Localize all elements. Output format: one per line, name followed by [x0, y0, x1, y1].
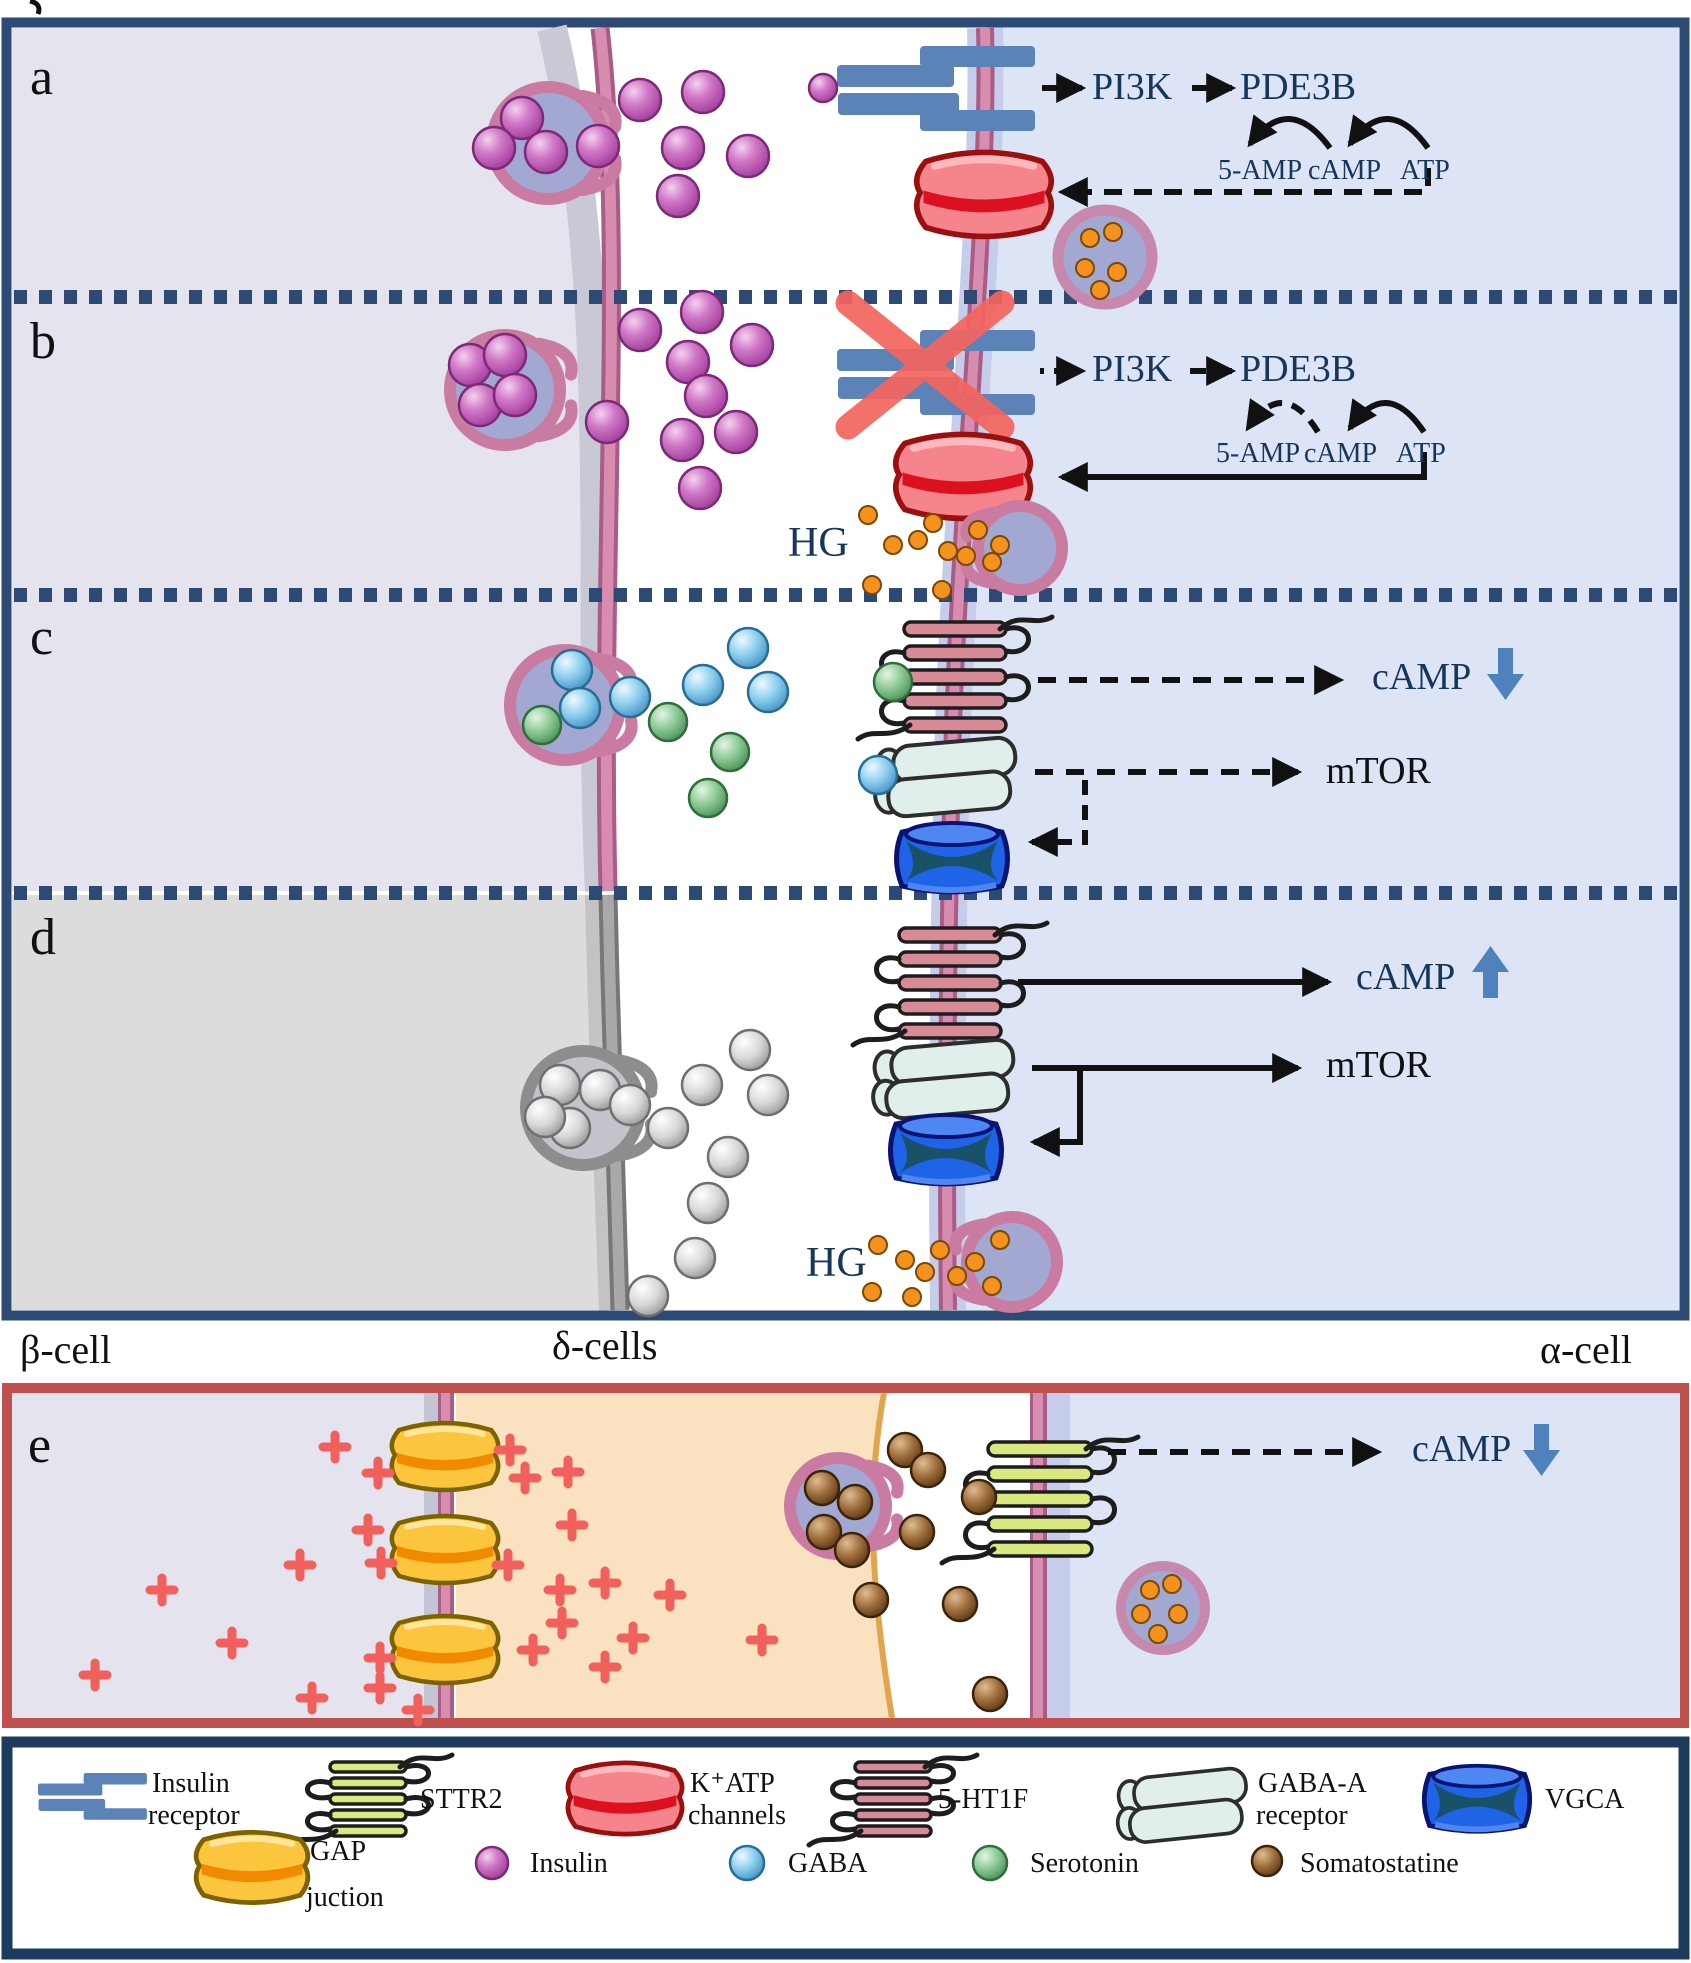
legend-icons: [38, 1752, 1530, 1903]
camp-up-arrow-icon: [1472, 946, 1509, 998]
5ht1f-icon: [850, 920, 1050, 1048]
panel-e-graphics: [12, 1392, 1680, 1727]
camp-label-a: cAMP: [1308, 155, 1382, 186]
legend-sttr2-label: STTR2: [420, 1784, 503, 1815]
legend-katp-label: K⁺ATP: [690, 1768, 775, 1799]
atp-label-b: ATP: [1396, 438, 1446, 469]
hg-label-d: HG: [806, 1240, 867, 1286]
somatostatine-ball-icon: [1250, 1844, 1284, 1878]
somatostatin-balls: [803, 1431, 1009, 1713]
gaba-serotonin-balls: [521, 626, 790, 819]
atp-label-a: ATP: [1400, 155, 1450, 186]
legend-gap-label2: juction: [306, 1882, 384, 1913]
camp-label-d: cAMP: [1356, 956, 1456, 998]
serotonin-ball: [872, 661, 914, 703]
mtor-label-c: mTOR: [1326, 750, 1431, 792]
hg-granules: [862, 1230, 1010, 1307]
vgca-icon: [1424, 1766, 1529, 1832]
insulin-balls: [447, 289, 775, 511]
panel-a-label: a: [30, 49, 54, 106]
dashed-arc-camp-5amp: [1245, 398, 1321, 434]
panel-a-graphics: [471, 46, 1431, 310]
gabaa-receptor-icon: [867, 1036, 1020, 1123]
gap-junction-icon: [196, 1832, 308, 1902]
legend-gabaa-label2: receptor: [1256, 1800, 1348, 1831]
granule-vesicle: [1116, 1561, 1210, 1655]
pde3b-label-a: PDE3B: [1240, 66, 1357, 108]
katp-channel-icon: [568, 1763, 682, 1834]
gap-junction-icon: [392, 1423, 498, 1490]
insulin-ball-icon: [474, 1845, 510, 1881]
legend-gaba-label: GABA: [788, 1848, 868, 1879]
legend-somatostatine-label: Somatostatine: [1300, 1848, 1459, 1879]
panel-d-label: d: [30, 909, 56, 966]
gaba-ball: [857, 754, 899, 796]
panel-b-label: b: [30, 313, 56, 370]
camp-down-arrow-icon: [1487, 648, 1524, 700]
vgca-icon: [891, 1115, 1002, 1184]
alpha-cell-label: α-cell: [1540, 1327, 1633, 1372]
insulin-balls: [471, 69, 839, 219]
katp-channel-icon: [917, 152, 1052, 236]
arc-atp-camp: [1347, 398, 1427, 434]
camp-down-arrow-icon: [1523, 1424, 1560, 1476]
pi3k-label-a: PI3K: [1092, 66, 1173, 108]
gap-junction-icon: [392, 1616, 498, 1683]
panel-b-graphics: [444, 289, 1427, 600]
legend-insulin-label: Insulin: [530, 1848, 608, 1879]
legend-serotonin-label: Serotonin: [1030, 1848, 1139, 1879]
elbow-to-vgca: [1029, 1068, 1083, 1157]
5amp-label-b: 5-AMP: [1216, 438, 1301, 469]
camp-label-e: cAMP: [1412, 1428, 1512, 1470]
legend-gabaa-label: GABA-A: [1258, 1768, 1367, 1799]
alpha-cell-region: [929, 27, 1679, 1311]
5ht1f-icon: [806, 1752, 980, 1848]
gray-balls: [523, 1028, 790, 1318]
legend-frame: [1, 1736, 1690, 1960]
hg-label-b: HG: [788, 520, 849, 566]
granule-vesicle: [1052, 204, 1158, 310]
sttr2-icon: [939, 1434, 1141, 1566]
dashed-elbow-to-vgca: [1027, 780, 1088, 857]
delta-cells-label: δ-cells: [552, 1323, 658, 1368]
panel-c-graphics: [504, 614, 1345, 892]
legend-insulin-receptor-label2: receptor: [148, 1800, 240, 1831]
hg-granules: [858, 505, 1010, 600]
legend-vgca-label: VGCA: [1545, 1784, 1625, 1815]
endocytosis-vesicle: [960, 500, 1068, 596]
sttr2-icon: [281, 1752, 455, 1848]
pde3b-label-b: PDE3B: [1240, 348, 1357, 390]
legend-5ht1f-label: 5-HT1F: [938, 1784, 1029, 1815]
beta-cell-label: β-cell: [20, 1327, 112, 1372]
beta-cell-region: [12, 1393, 424, 1718]
vgca-icon: [897, 823, 1008, 892]
red-x-icon: [835, 290, 1015, 440]
dashed-arrow-to-katp: [1057, 168, 1431, 207]
panel-d-graphics: [520, 920, 1333, 1318]
pi3k-label-b: PI3K: [1092, 348, 1173, 390]
arc-atp-camp: [1347, 114, 1431, 150]
ion-plus-signs: [78, 1430, 779, 1727]
panel-e-label: e: [28, 1417, 52, 1474]
alpha-cell-region: [1062, 1393, 1680, 1718]
arc-camp-5amp: [1247, 114, 1333, 150]
mtor-label-d: mTOR: [1326, 1044, 1431, 1086]
cropped-glyph: [29, 0, 42, 15]
gaba-ball-icon: [728, 1844, 766, 1882]
legend-katp-label2: channels: [688, 1800, 786, 1831]
camp-label-c: cAMP: [1372, 656, 1472, 698]
legend-gap-label: GAP: [310, 1836, 367, 1867]
5amp-label-a: 5-AMP: [1218, 155, 1303, 186]
panel-c-label: c: [30, 609, 54, 666]
solid-arrow-to-katp: [1057, 452, 1427, 492]
gap-junction-icon: [392, 1516, 498, 1583]
serotonin-ball-icon: [971, 1844, 1009, 1882]
legend-insulin-receptor-label: Insulin: [152, 1768, 230, 1799]
camp-label-b: cAMP: [1304, 438, 1378, 469]
